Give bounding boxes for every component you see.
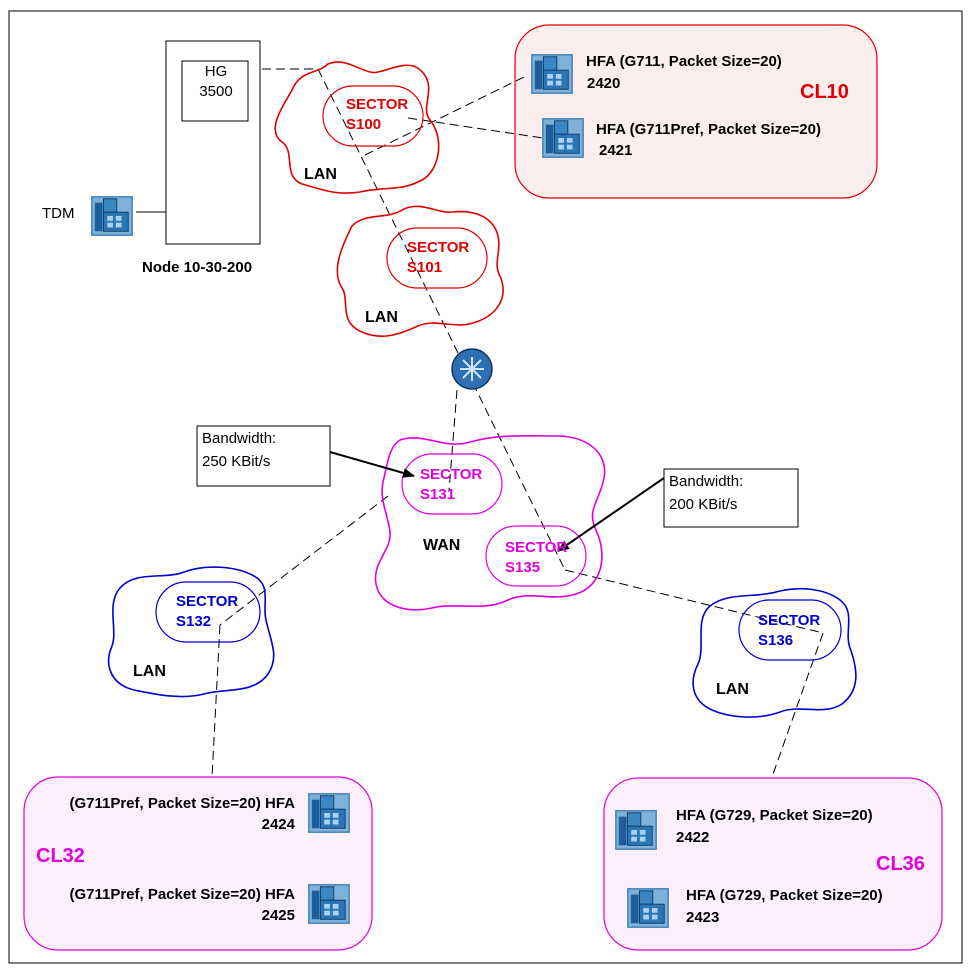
sector-label-s135: SECTOR (505, 539, 567, 556)
cluster-cl10 (514, 24, 878, 199)
phone-2422-icon (614, 809, 658, 851)
cluster-name-cl10: CL10 (800, 81, 849, 103)
device-label-2423: HFA (G729, Packet Size=20) (686, 887, 883, 904)
device-number-2422: 2422 (676, 829, 709, 846)
device-label-2424: (G711Pref, Packet Size=20) HFA (69, 795, 295, 812)
sector-oval-s136 (738, 599, 842, 661)
diagram-frame (8, 10, 963, 964)
phone-2425-icon (307, 883, 351, 925)
net-label-s136: LAN (716, 681, 749, 698)
sector-oval-s132 (155, 581, 261, 643)
hg-label: HG (205, 63, 228, 80)
cluster-name-cl32: CL32 (36, 845, 85, 867)
device-label-2422: HFA (G729, Packet Size=20) (676, 807, 873, 824)
sector-oval-s101 (386, 227, 488, 289)
net-label-wan: WAN (423, 537, 460, 554)
device-number-2425: 2425 (262, 907, 295, 924)
phone-2420-icon (530, 53, 574, 95)
tdm-label: TDM (42, 205, 75, 222)
sector-label-s100: SECTOR (346, 96, 408, 113)
hg-box (181, 60, 249, 122)
bandwidth-title-s131: Bandwidth: (202, 430, 276, 447)
lan-cloud-s101 (336, 205, 504, 338)
bandwidth-box-s135 (663, 468, 799, 528)
device-number-2423: 2423 (686, 909, 719, 926)
lan-cloud-s136 (692, 587, 857, 718)
router-icon (451, 348, 493, 390)
bandwidth-value-s131: 250 KBit/s (202, 453, 270, 470)
phone-2423-icon (626, 887, 670, 929)
sector-label-s131: SECTOR (420, 466, 482, 483)
tdm-phone-icon (90, 195, 134, 237)
device-label-2425: (G711Pref, Packet Size=20) HFA (69, 886, 295, 903)
device-label-2421: HFA (G711Pref, Packet Size=20) (596, 121, 821, 138)
bandwidth-box-s131 (196, 425, 331, 487)
lan-cloud-s100 (274, 61, 440, 194)
hg-model: 3500 (199, 83, 232, 100)
sector-code-s131: S131 (420, 486, 455, 503)
cluster-cl32 (23, 776, 373, 951)
sector-code-s100: S100 (346, 116, 381, 133)
sector-label-s136: SECTOR (758, 612, 820, 629)
phone-2421-icon (541, 117, 585, 159)
net-label-s132: LAN (133, 663, 166, 680)
sector-code-s132: S132 (176, 613, 211, 630)
sector-oval-s131 (401, 453, 503, 515)
sector-label-s101: SECTOR (407, 239, 469, 256)
wan-cloud (374, 434, 606, 611)
net-label-s101: LAN (365, 309, 398, 326)
cluster-cl36 (603, 777, 943, 951)
bandwidth-arrow-s135 (557, 477, 665, 552)
node-label: Node 10-30-200 (142, 259, 252, 276)
lan-cloud-s132 (107, 566, 275, 698)
sector-code-s135: S135 (505, 559, 540, 576)
sector-code-s136: S136 (758, 632, 793, 649)
connection-lines (211, 68, 824, 778)
cluster-name-cl36: CL36 (876, 853, 925, 875)
bandwidth-arrow-s131 (329, 451, 415, 478)
sector-oval-s100 (322, 85, 424, 147)
net-label-s100: LAN (304, 166, 337, 183)
sector-code-s101: S101 (407, 259, 442, 276)
device-number-2424: 2424 (262, 816, 296, 833)
bandwidth-value-s135: 200 KBit/s (669, 496, 737, 513)
sector-label-s132: SECTOR (176, 593, 238, 610)
device-number-2421: 2421 (599, 142, 632, 159)
device-label-2420: HFA (G711, Packet Size=20) (586, 53, 782, 70)
phone-2424-icon (307, 792, 351, 834)
device-number-2420: 2420 (587, 75, 620, 92)
sector-oval-s135 (485, 525, 587, 587)
bandwidth-title-s135: Bandwidth: (669, 473, 743, 490)
